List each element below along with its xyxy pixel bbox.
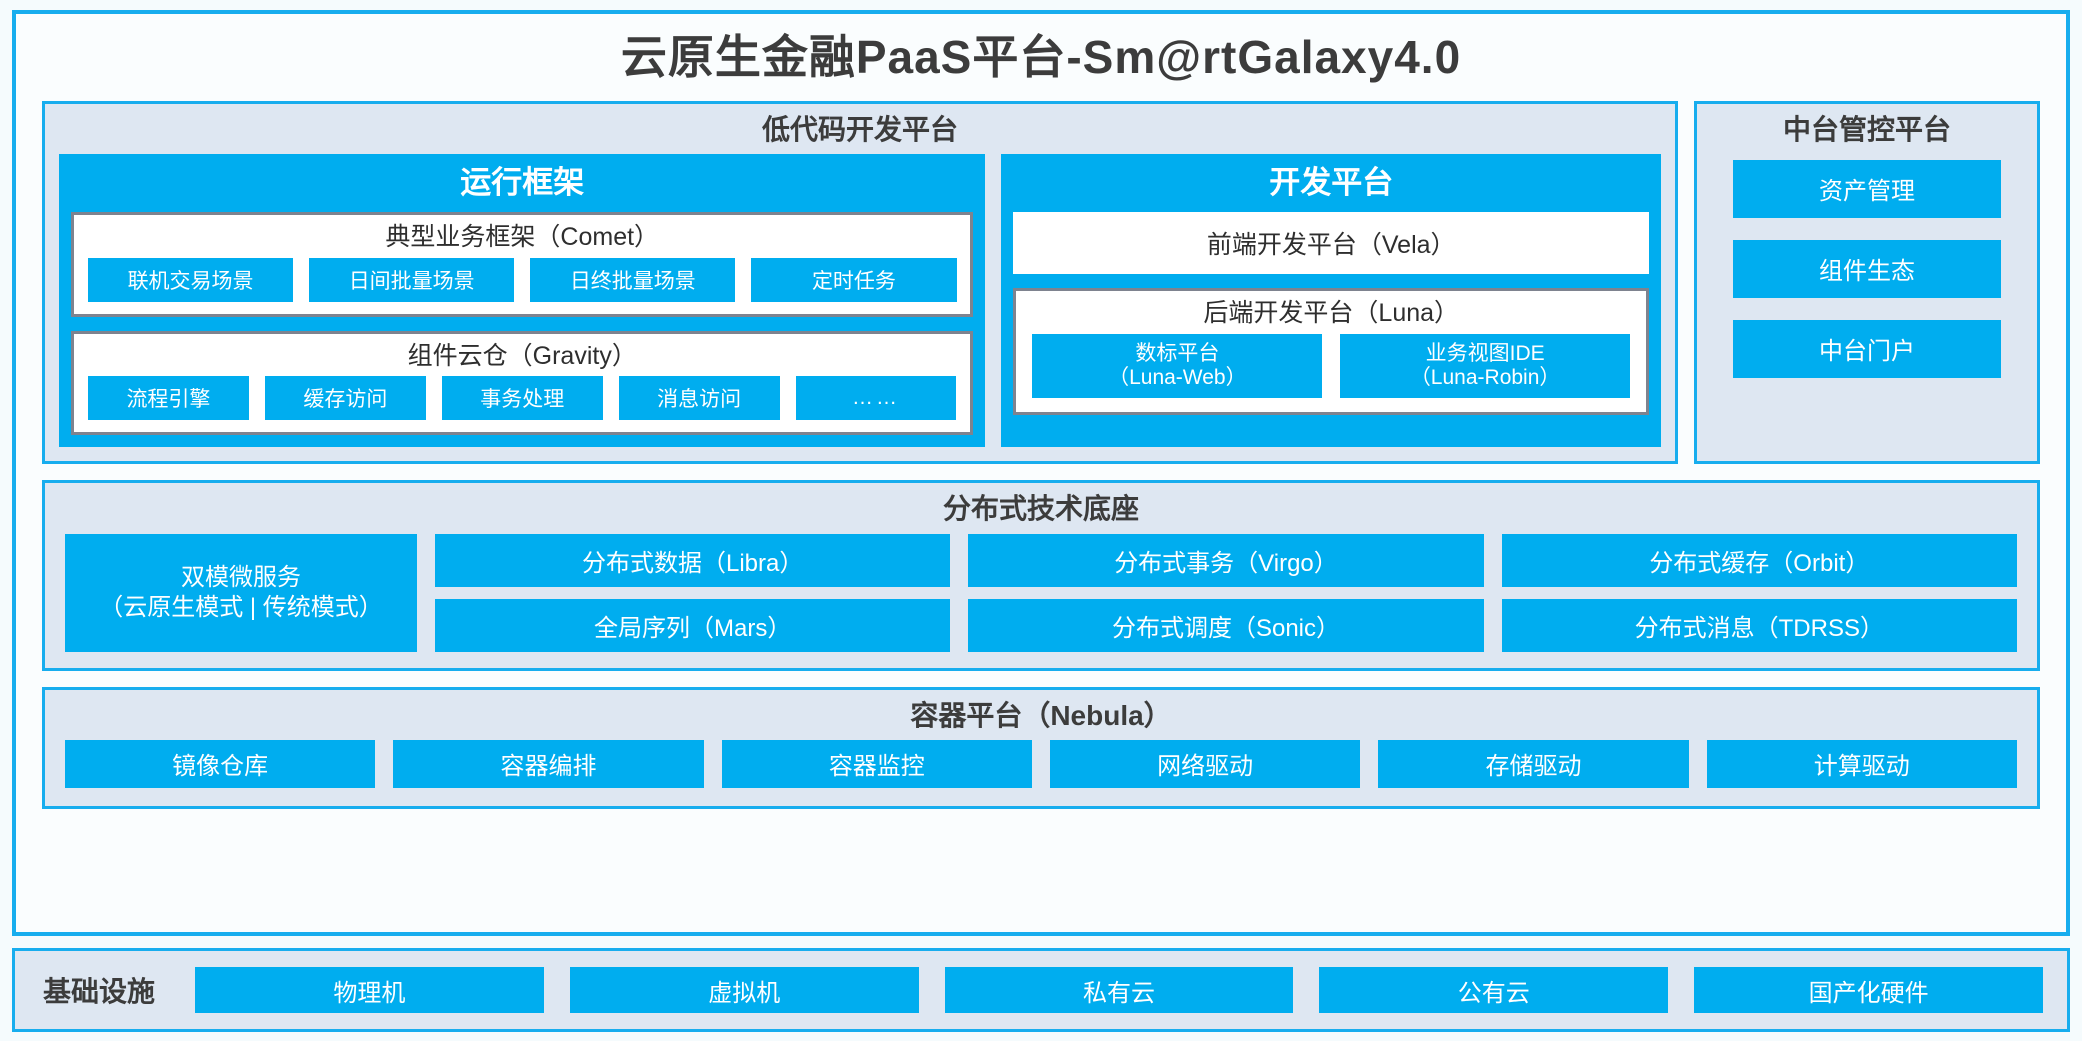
luna-web-line2: （Luna-Web） (1108, 365, 1247, 389)
container-item-monitoring[interactable]: 容器监控 (721, 739, 1032, 788)
distributed-cell-sonic[interactable]: 分布式调度（Sonic） (968, 598, 1484, 652)
box-comet-business-framework: 典型业务框架（Comet） 联机交易场景 日间批量场景 日终批量场景 定时任务 (71, 211, 974, 317)
panel-management-platform: 中台管控平台 资产管理 组件生态 中台门户 (1694, 100, 2040, 465)
luna-web-line1: 数标平台 (1135, 341, 1220, 365)
page-title: 云原生金融PaaS平台-Sm@rtGalaxy4.0 (620, 31, 1462, 83)
infrastructure-label: 基础设施 (43, 976, 156, 1007)
infrastructure-item-public-cloud[interactable]: 公有云 (1319, 967, 1669, 1013)
distributed-cell-libra[interactable]: 分布式数据（Libra） (435, 533, 951, 587)
container-item-compute-driver[interactable]: 计算驱动 (1706, 739, 2017, 788)
infrastructure-item-domestic-hardware[interactable]: 国产化硬件 (1694, 967, 2043, 1013)
box-gravity-component-repo: 组件云仓（Gravity） 流程引擎 缓存访问 事务处理 消息访问 …… (71, 330, 974, 436)
infrastructure-item-physical-machine[interactable]: 物理机 (195, 967, 544, 1013)
distributed-cell-orbit[interactable]: 分布式缓存（Orbit） (1501, 533, 2017, 587)
row-low-code-and-management: 低代码开发平台 运行框架 典型业务框架（Comet） 联机交易场景 日间批量场景… (42, 100, 2040, 465)
distributed-column-2: 分布式事务（Virgo） 分布式调度（Sonic） (968, 533, 1484, 652)
luna-robin-line2: （Luna-Robin） (1409, 365, 1561, 389)
low-code-platform-title: 低代码开发平台 (761, 113, 958, 145)
management-item-portal[interactable]: 中台门户 (1733, 319, 2001, 378)
runtime-framework-title: 运行框架 (460, 164, 585, 200)
gravity-item[interactable]: 缓存访问 (264, 376, 426, 421)
distributed-cell-tdrss[interactable]: 分布式消息（TDRSS） (1501, 598, 2017, 652)
gravity-item-list: 流程引擎 缓存访问 事务处理 消息访问 …… (74, 376, 970, 432)
luna-item-list: 数标平台 （Luna-Web） 业务视图IDE （Luna-Robin） (1016, 333, 1646, 412)
infrastructure-item-private-cloud[interactable]: 私有云 (944, 967, 1294, 1013)
block-runtime-framework: 运行框架 典型业务框架（Comet） 联机交易场景 日间批量场景 日终批量场景 … (59, 153, 986, 448)
comet-item-list: 联机交易场景 日间批量场景 日终批量场景 定时任务 (74, 257, 970, 314)
comet-item[interactable]: 日间批量场景 (309, 257, 515, 302)
luna-robin-line1: 业务视图IDE (1425, 341, 1545, 365)
panel-container-platform: 容器平台（Nebula） 镜像仓库 容器编排 容器监控 网络驱动 存储驱动 计算… (42, 686, 2040, 809)
distributed-dual-mode-microservice[interactable]: 双模微服务 （云原生模式 | 传统模式） (65, 533, 417, 652)
container-item-list: 镜像仓库 容器编排 容器监控 网络驱动 存储驱动 计算驱动 (45, 739, 2037, 806)
management-platform-item-list: 资产管理 组件生态 中台门户 (1697, 154, 2037, 462)
distributed-cell-virgo[interactable]: 分布式事务（Virgo） (968, 533, 1484, 587)
development-platform-title: 开发平台 (1269, 164, 1394, 200)
container-item-image-registry[interactable]: 镜像仓库 (65, 739, 376, 788)
frontend-dev-platform-vela[interactable]: 前端开发平台（Vela） (1013, 211, 1649, 274)
distributed-cell-mars[interactable]: 全局序列（Mars） (435, 598, 951, 652)
luna-item-luna-web[interactable]: 数标平台 （Luna-Web） (1032, 333, 1323, 398)
container-item-storage-driver[interactable]: 存储驱动 (1378, 739, 1689, 788)
comet-item[interactable]: 日终批量场景 (530, 257, 736, 302)
block-development-platform: 开发平台 前端开发平台（Vela） 后端开发平台（Luna） 数标平台 （Lun… (1001, 153, 1661, 448)
distributed-grid: 双模微服务 （云原生模式 | 传统模式） 分布式数据（Libra） 全局序列（M… (45, 533, 2037, 668)
container-item-network-driver[interactable]: 网络驱动 (1049, 739, 1361, 788)
luna-title: 后端开发平台（Luna） (1203, 298, 1460, 327)
management-item-asset[interactable]: 资产管理 (1733, 159, 2001, 218)
gravity-item[interactable]: 事务处理 (441, 376, 603, 421)
distributed-column-3: 分布式缓存（Orbit） 分布式消息（TDRSS） (1501, 533, 2017, 652)
luna-item-luna-robin[interactable]: 业务视图IDE （Luna-Robin） (1340, 333, 1630, 398)
infrastructure-item-virtual-machine[interactable]: 虚拟机 (569, 967, 919, 1013)
box-backend-dev-platform-luna: 后端开发平台（Luna） 数标平台 （Luna-Web） 业务视图IDE （Lu… (1013, 287, 1649, 415)
distributed-foundation-title: 分布式技术底座 (942, 493, 1139, 525)
comet-title: 典型业务框架（Comet） (385, 222, 660, 251)
distributed-column-1: 分布式数据（Libra） 全局序列（Mars） (435, 533, 951, 652)
gravity-item-ellipsis[interactable]: …… (795, 376, 957, 421)
comet-item[interactable]: 定时任务 (751, 257, 957, 302)
dual-mode-line1: 双模微服务 (181, 563, 301, 591)
panel-infrastructure: 基础设施 物理机 虚拟机 私有云 公有云 国产化硬件 (12, 948, 2070, 1032)
gravity-title: 组件云仓（Gravity） (407, 341, 637, 370)
management-item-component-ecosystem[interactable]: 组件生态 (1733, 239, 2001, 298)
container-item-orchestration[interactable]: 容器编排 (393, 739, 704, 788)
gravity-item[interactable]: 流程引擎 (88, 376, 249, 421)
platform-outer-card: 云原生金融PaaS平台-Sm@rtGalaxy4.0 低代码开发平台 运行框架 … (12, 10, 2070, 936)
comet-item[interactable]: 联机交易场景 (88, 257, 294, 302)
panel-low-code-platform: 低代码开发平台 运行框架 典型业务框架（Comet） 联机交易场景 日间批量场景… (42, 100, 1678, 465)
dual-mode-line2: （云原生模式 | 传统模式） (99, 593, 383, 621)
panel-distributed-foundation: 分布式技术底座 双模微服务 （云原生模式 | 传统模式） 分布式数据（Libra… (42, 480, 2040, 671)
management-platform-title: 中台管控平台 (1782, 113, 1951, 145)
gravity-item[interactable]: 消息访问 (618, 376, 780, 421)
container-platform-title: 容器平台（Nebula） (910, 699, 1172, 731)
